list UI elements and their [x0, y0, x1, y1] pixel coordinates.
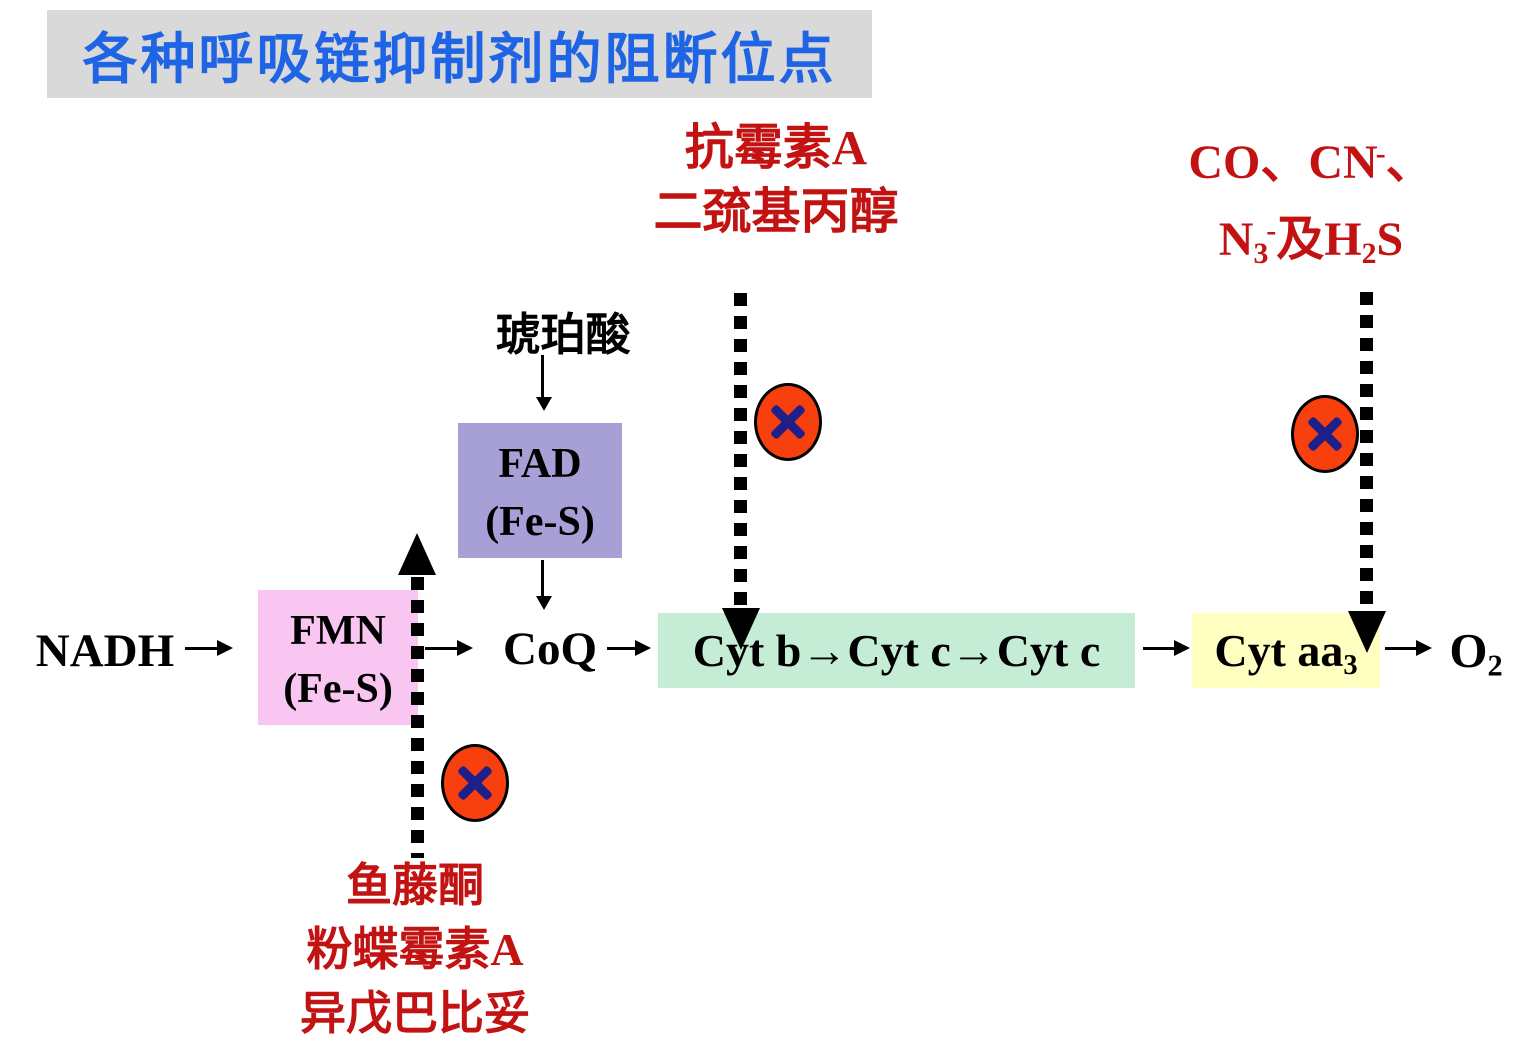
inhibition-arrowhead-site2	[722, 608, 760, 650]
arrow-fmn-coq	[425, 640, 473, 656]
succinate-label: 琥珀酸	[495, 310, 631, 360]
inhibitor-label-antimycin: 抗霉素A 二巯基丙醇	[618, 116, 934, 244]
page-title: 各种呼吸链抑制剂的阻断位点	[82, 29, 837, 90]
nadh-label: NADH	[35, 625, 175, 677]
fmn-fes-label: (Fe-S)	[283, 666, 393, 712]
inhibitor-label-line: 异戊巴比妥	[300, 988, 530, 1039]
fad-fes-label: (Fe-S)	[485, 499, 595, 545]
azide-n: N	[1218, 212, 1254, 266]
gases-line1-tail: 、	[1385, 135, 1434, 189]
inhibitor-label-line: 粉蝶霉素A	[306, 924, 524, 975]
gases-line2-tail: S	[1376, 212, 1404, 266]
fad-box: FAD (Fe-S)	[458, 423, 622, 558]
inhibition-arrow-site3	[1360, 292, 1373, 612]
inhibition-arrow-site2	[734, 293, 747, 610]
arrow-fad-coq	[536, 560, 552, 610]
azide-subscript: 3	[1253, 237, 1269, 271]
fmn-label: FMN	[290, 608, 386, 654]
cyt-aa3-subscript: 3	[1343, 649, 1358, 681]
block-x-icon	[1291, 395, 1359, 473]
inhibitor-label-line: 鱼藤酮	[346, 860, 484, 911]
coq-label: CoQ	[503, 623, 597, 675]
o2-subscript: 2	[1487, 648, 1503, 683]
o2-label: O2	[1430, 622, 1522, 684]
h2s-subscript: 2	[1361, 237, 1377, 271]
cyt-aa3-label: Cyt aa	[1214, 625, 1344, 676]
arrow-nadh-fmn	[185, 640, 233, 656]
arrow-coq-cytb	[607, 640, 651, 656]
superscript-minus: -	[1375, 137, 1386, 170]
gases-line2-mid: 及H	[1276, 212, 1362, 266]
arrow-cytaa3-o2	[1385, 640, 1432, 656]
inhibitor-label-line: 抗霉素A	[684, 120, 868, 175]
inhibitor-label-line: N3-及H2S	[1150, 197, 1472, 288]
cyt-chain-box: Cyt b→Cyt c→Cyt c	[658, 613, 1135, 688]
o2-base: O	[1449, 623, 1488, 678]
superscript-minus: -	[1266, 213, 1277, 247]
arrow-succinate-fad	[536, 355, 552, 411]
inhibitor-label-rotenone: 鱼藤酮 粉蝶霉素A 异戊巴比妥	[258, 854, 572, 1046]
arrow-cytc-cytaa3	[1143, 640, 1190, 656]
fmn-box: FMN (Fe-S)	[258, 590, 418, 725]
inhibitor-label-gases: CO、CN-、 N3-及H2S	[1150, 120, 1472, 288]
inhibition-arrow-site1	[411, 577, 424, 858]
fad-label: FAD	[498, 441, 582, 487]
gases-line1-base: CO、CN	[1188, 135, 1378, 189]
title-bar: 各种呼吸链抑制剂的阻断位点	[47, 10, 872, 98]
block-x-icon	[754, 383, 822, 461]
inhibitor-label-line: CO、CN-、	[1150, 120, 1472, 197]
inhibition-arrowhead-site1	[398, 533, 436, 575]
inhibition-arrowhead-site3	[1348, 611, 1386, 653]
inhibitor-label-line: 二巯基丙醇	[653, 184, 899, 239]
block-x-icon	[441, 744, 509, 822]
